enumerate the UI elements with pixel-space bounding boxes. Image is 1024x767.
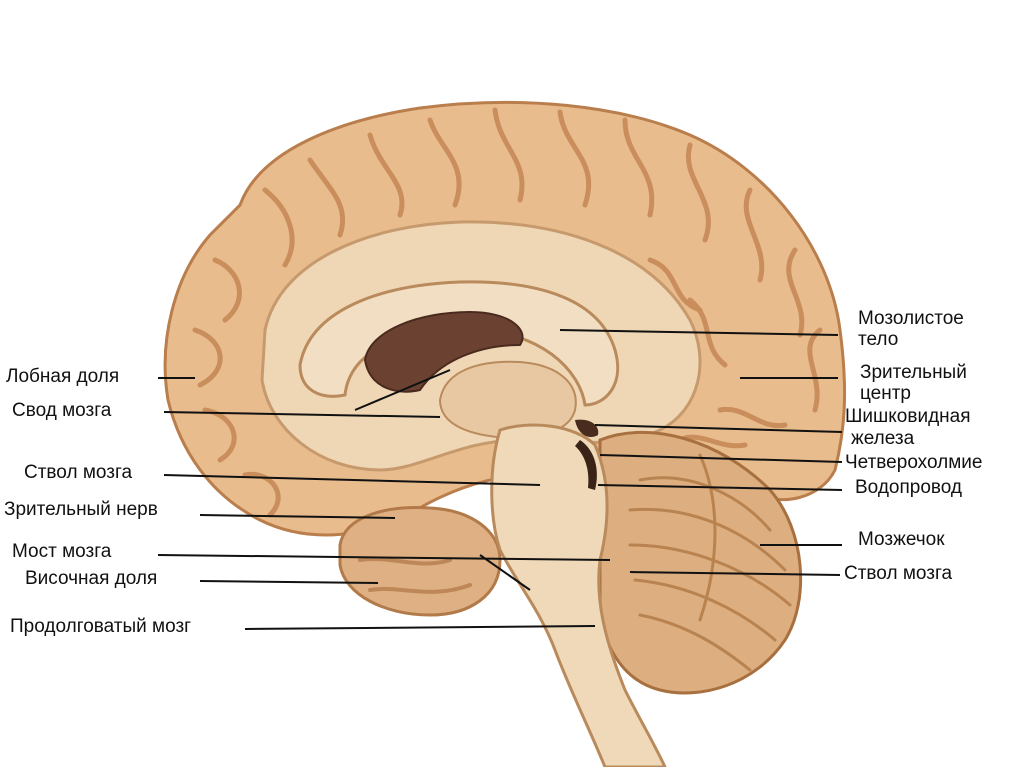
brainstem-shape	[490, 423, 667, 767]
label-optic-nerve: Зрительный нерв	[4, 499, 158, 520]
aqueduct-shape	[575, 440, 597, 490]
label-brainstem-left: Ствол мозга	[24, 462, 133, 483]
label-corpus-callosum-line2: тело	[858, 329, 899, 350]
label-quadrigemina: Четверохолмие	[845, 452, 983, 473]
label-brainstem-right: Ствол мозга	[844, 563, 953, 584]
leader-lines	[157, 329, 843, 630]
label-medulla: Продолговатый мозг	[10, 616, 192, 637]
cerebellum-shape	[598, 430, 803, 695]
label-cerebellum: Мозжечок	[858, 529, 945, 550]
label-pineal-line1: Шишковидная	[845, 406, 971, 427]
corpus-callosum-shape	[298, 280, 620, 407]
label-visual-center-line1: Зрительный	[860, 362, 967, 383]
label-visual-center-line2: центр	[860, 383, 911, 404]
temporal-folds	[358, 557, 472, 594]
label-pons: Мост мозга	[12, 541, 112, 562]
cerebellum-folia	[628, 453, 792, 672]
label-pineal-line2: железа	[851, 428, 915, 449]
label-temporal-lobe: Височная доля	[25, 568, 158, 589]
ventricle-shape	[363, 310, 524, 393]
pineal-shape	[575, 419, 599, 438]
label-aqueduct: Водопровод	[855, 477, 963, 498]
label-fornix: Свод мозга	[12, 400, 112, 421]
thalamus-shape	[438, 360, 577, 440]
label-frontal-lobe: Лобная доля	[6, 366, 120, 387]
gyri-folds	[192, 107, 823, 518]
label-corpus-callosum-line1: Мозолистое	[858, 308, 964, 329]
